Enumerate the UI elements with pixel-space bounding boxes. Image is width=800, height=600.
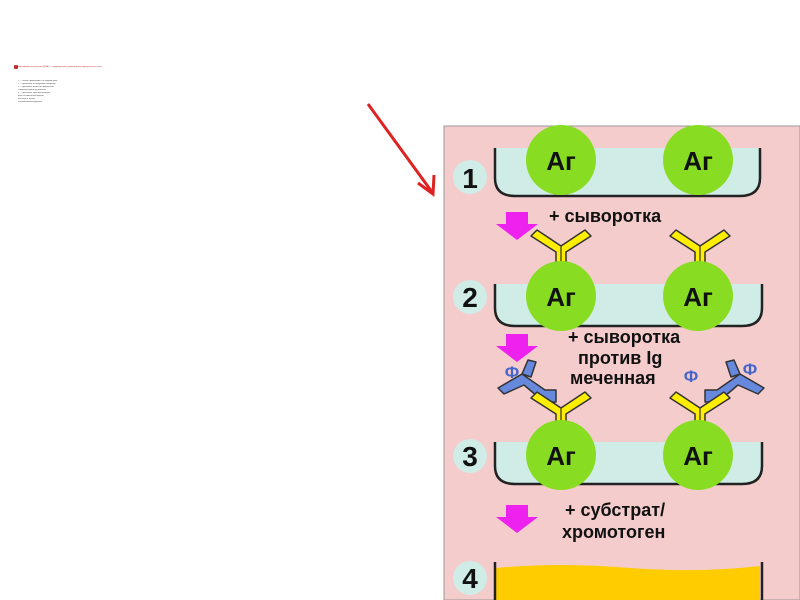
description-line: 3 — добавляют меченную ферментом (18, 86, 54, 88)
reagent-line: + сыворотка (568, 327, 681, 347)
antigen-label: Аг (546, 282, 576, 312)
description-line: 1 — антиген фиксирован на твёрдой фазе (18, 80, 58, 82)
step-arrow-3 (496, 505, 538, 533)
antigen-label: Аг (546, 441, 576, 471)
reagent-line: + субстрат/ (565, 500, 665, 520)
well-4 (493, 562, 764, 600)
antigen-2b (663, 261, 733, 331)
description-line: положительный результат (18, 101, 43, 103)
enzyme-label: Ф (743, 360, 758, 379)
antigen-1b (663, 125, 733, 195)
description-line: 2 — добавляют исследуемую сыворотку (18, 83, 56, 85)
step-number-4: 4 (462, 563, 478, 594)
step-arrow-1 (496, 212, 538, 240)
step-marker-1 (453, 160, 487, 194)
antigen-label: Аг (683, 146, 713, 176)
description-line: учёт по изменению окраски (18, 95, 44, 97)
reagent-line: меченная (570, 368, 656, 388)
reagent-line: против Ig (578, 348, 662, 368)
antigen-label: Аг (683, 282, 713, 312)
antigen-label: Аг (683, 441, 713, 471)
enzyme-label: Ф (684, 367, 699, 386)
description-line: 4 — добавляют субстрат/хромоген (18, 92, 51, 94)
enzyme-label: Ф (505, 363, 520, 382)
step-arrow-2 (496, 334, 538, 362)
step-marker-3 (453, 439, 487, 473)
description-line: сыворотку против Ig человека (18, 89, 46, 91)
reagent-line: хромотоген (562, 522, 665, 542)
antigen-3b (663, 420, 733, 490)
antigen-3a (526, 420, 596, 490)
step-number-1: 1 (462, 163, 478, 194)
step-marker-4 (453, 561, 487, 595)
step-number-3: 3 (462, 441, 478, 472)
pointer-arrow (366, 103, 436, 197)
description-line: раствора в лунках (18, 98, 35, 100)
reagent-serum: + сыворотка (549, 206, 662, 226)
step-marker-2 (453, 280, 487, 314)
colored-product (496, 565, 760, 600)
step-number-2: 2 (462, 282, 478, 313)
page-title: Иммуноферментный анализ (ИФА) — твердофа… (16, 66, 102, 68)
antigen-1a (526, 125, 596, 195)
heading-bullet (14, 65, 18, 69)
description-lines: 1 — антиген фиксирован на твёрдой фазе 2… (18, 80, 68, 110)
antigen-2a (526, 261, 596, 331)
antigen-label: Аг (546, 146, 576, 176)
